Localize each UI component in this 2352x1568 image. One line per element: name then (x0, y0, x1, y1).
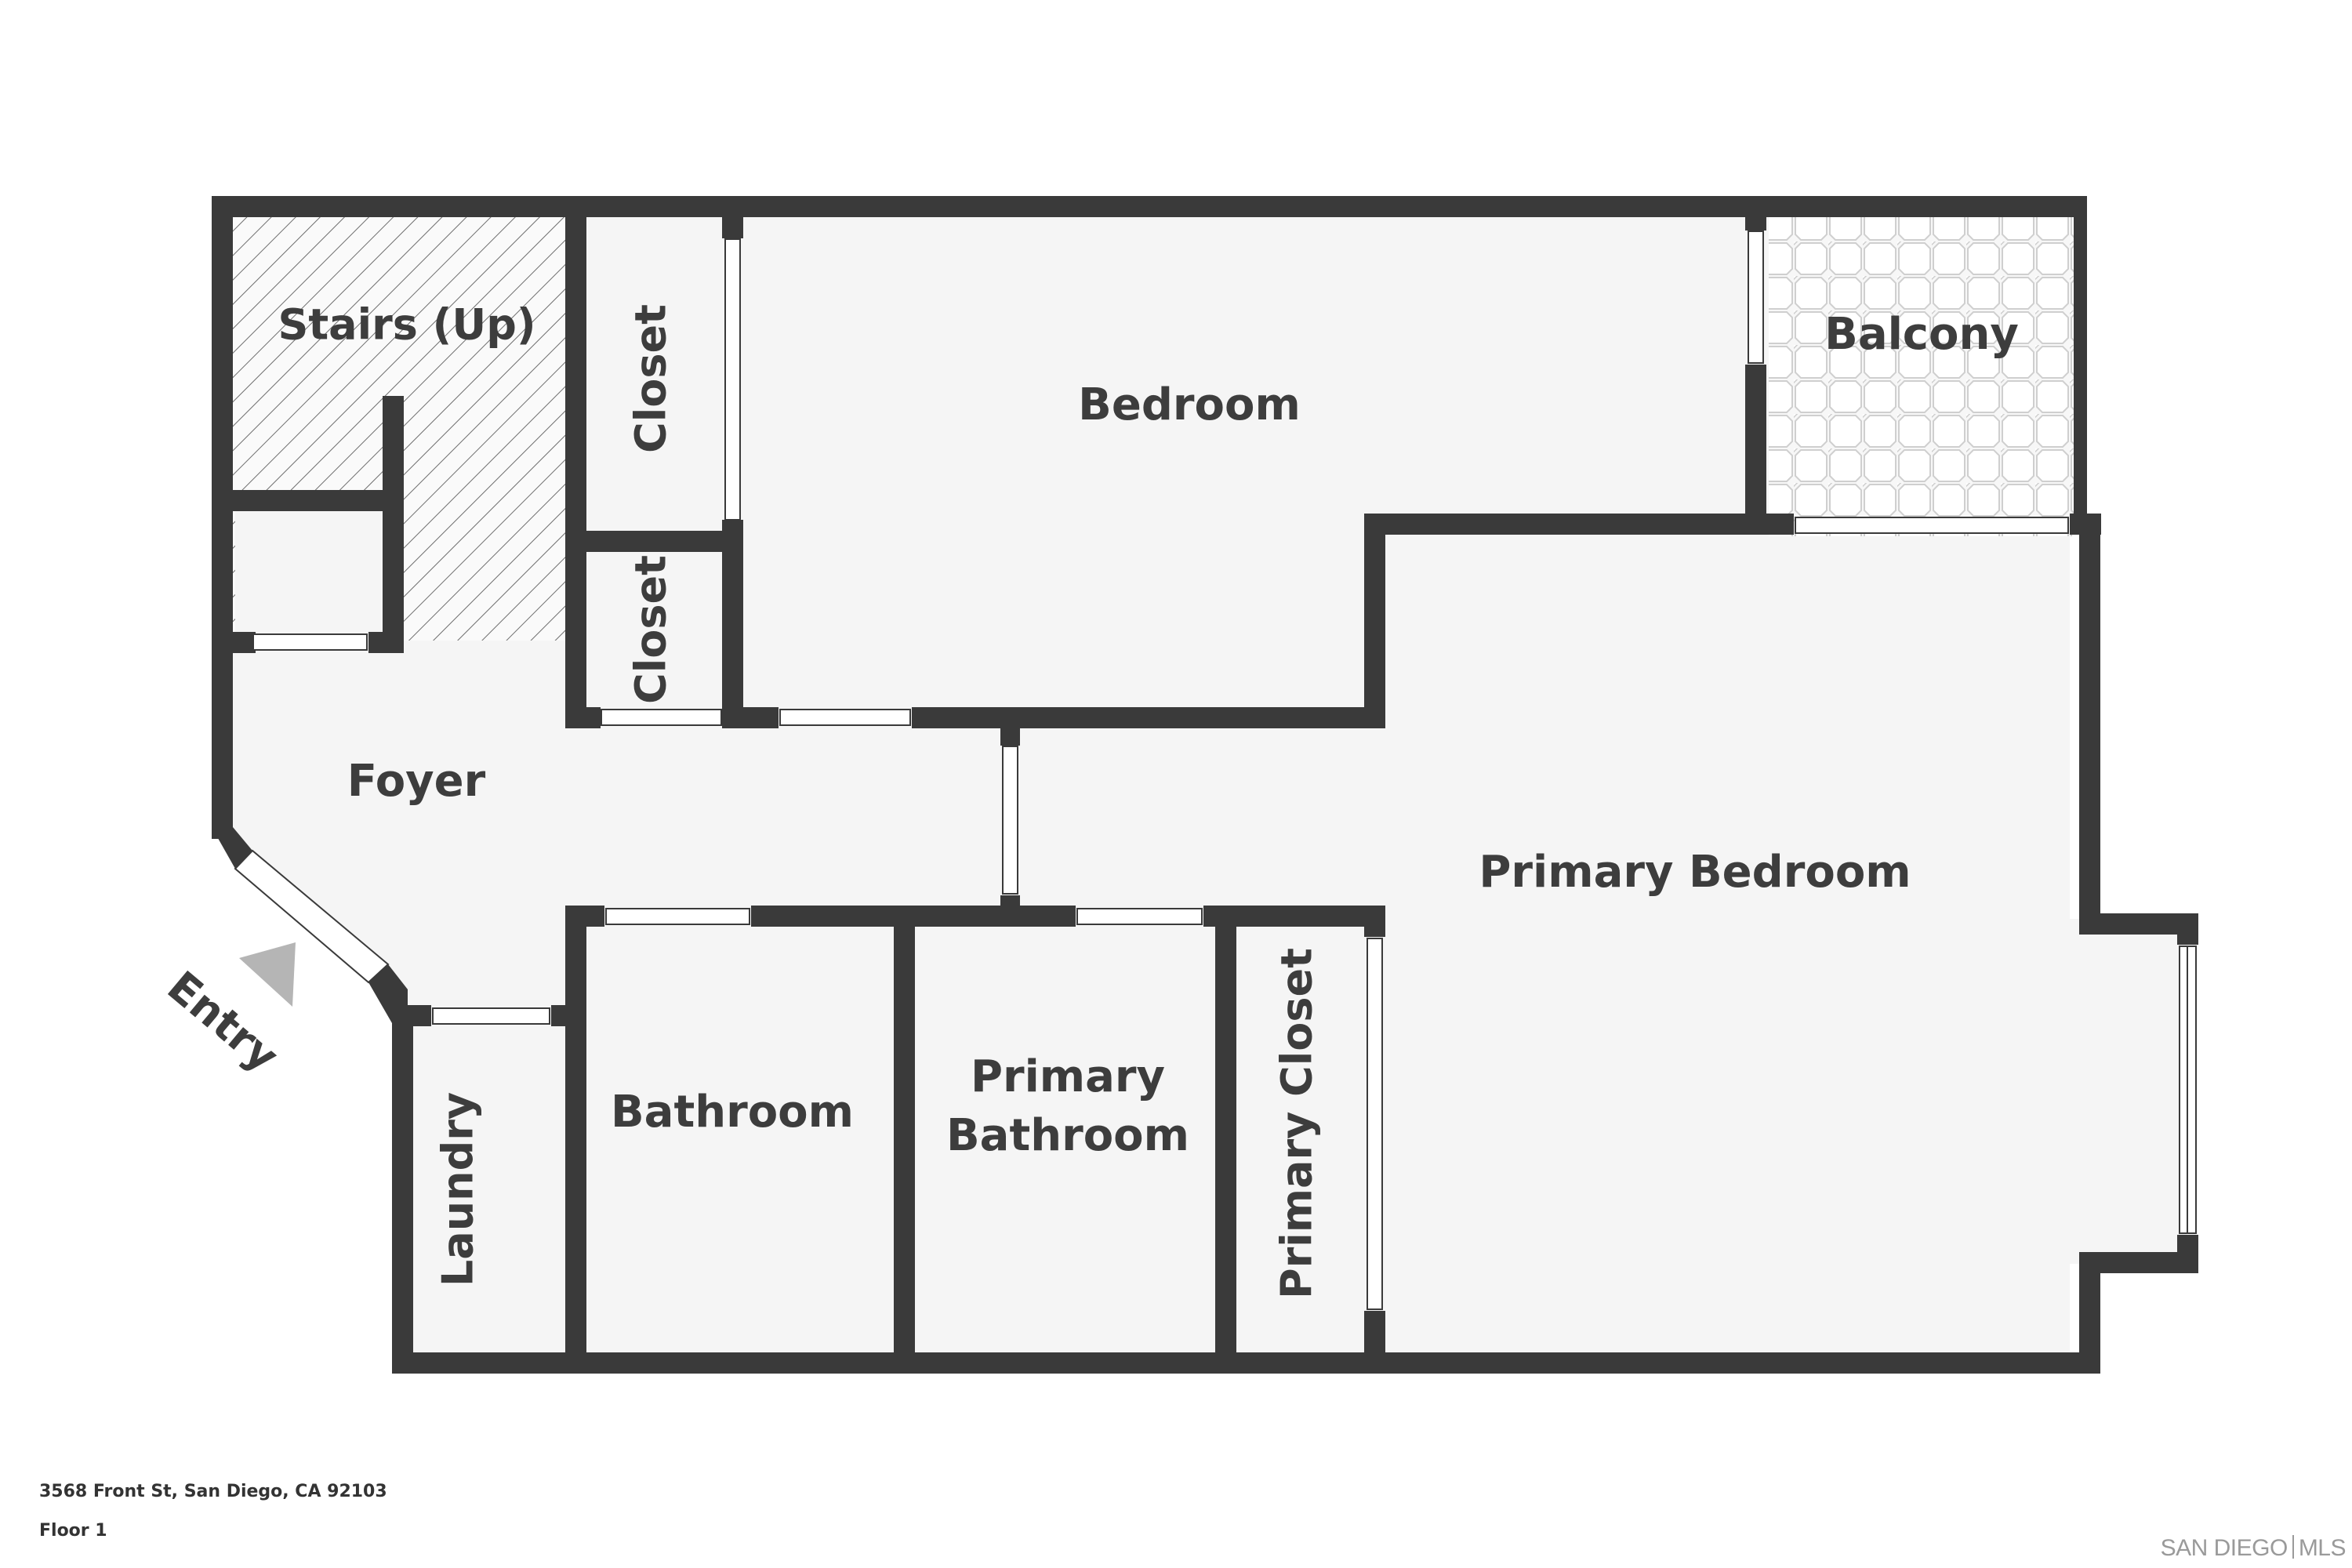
label-primary-bathroom-line2: Bathroom (946, 1110, 1189, 1161)
label-foyer: Foyer (347, 756, 486, 807)
label-bathroom: Bathroom (611, 1087, 854, 1138)
label-closet-top: Closet (626, 304, 676, 453)
stairs-landing (235, 510, 384, 635)
balcony-tiles (1769, 207, 2085, 536)
brand-separator (2292, 1535, 2294, 1559)
label-primary-bedroom: Primary Bedroom (1479, 847, 1911, 898)
san-diego-mls-logo: SAN DIEGO MLS (2160, 1535, 2347, 1562)
label-primary-closet: Primary Closet (1272, 948, 1322, 1299)
brand-right: MLS (2298, 1535, 2347, 1561)
floor-fills (232, 207, 2187, 1359)
label-laundry: Laundry (434, 1092, 483, 1287)
label-closet-small: Closet (626, 555, 676, 704)
entry-arrow-icon (239, 942, 296, 1007)
label-bedroom: Bedroom (1078, 379, 1301, 430)
label-stairs: Stairs (Up) (278, 300, 535, 350)
label-primary-bathroom-line1: Primary (971, 1051, 1165, 1102)
walls (212, 196, 2198, 1374)
brand-left: SAN DIEGO (2160, 1535, 2288, 1561)
label-balcony: Balcony (1824, 309, 2019, 360)
openings (234, 230, 2197, 1310)
address-text: 3568 Front St, San Diego, CA 92103 (39, 1482, 387, 1501)
floor-level-text: Floor 1 (39, 1521, 107, 1541)
